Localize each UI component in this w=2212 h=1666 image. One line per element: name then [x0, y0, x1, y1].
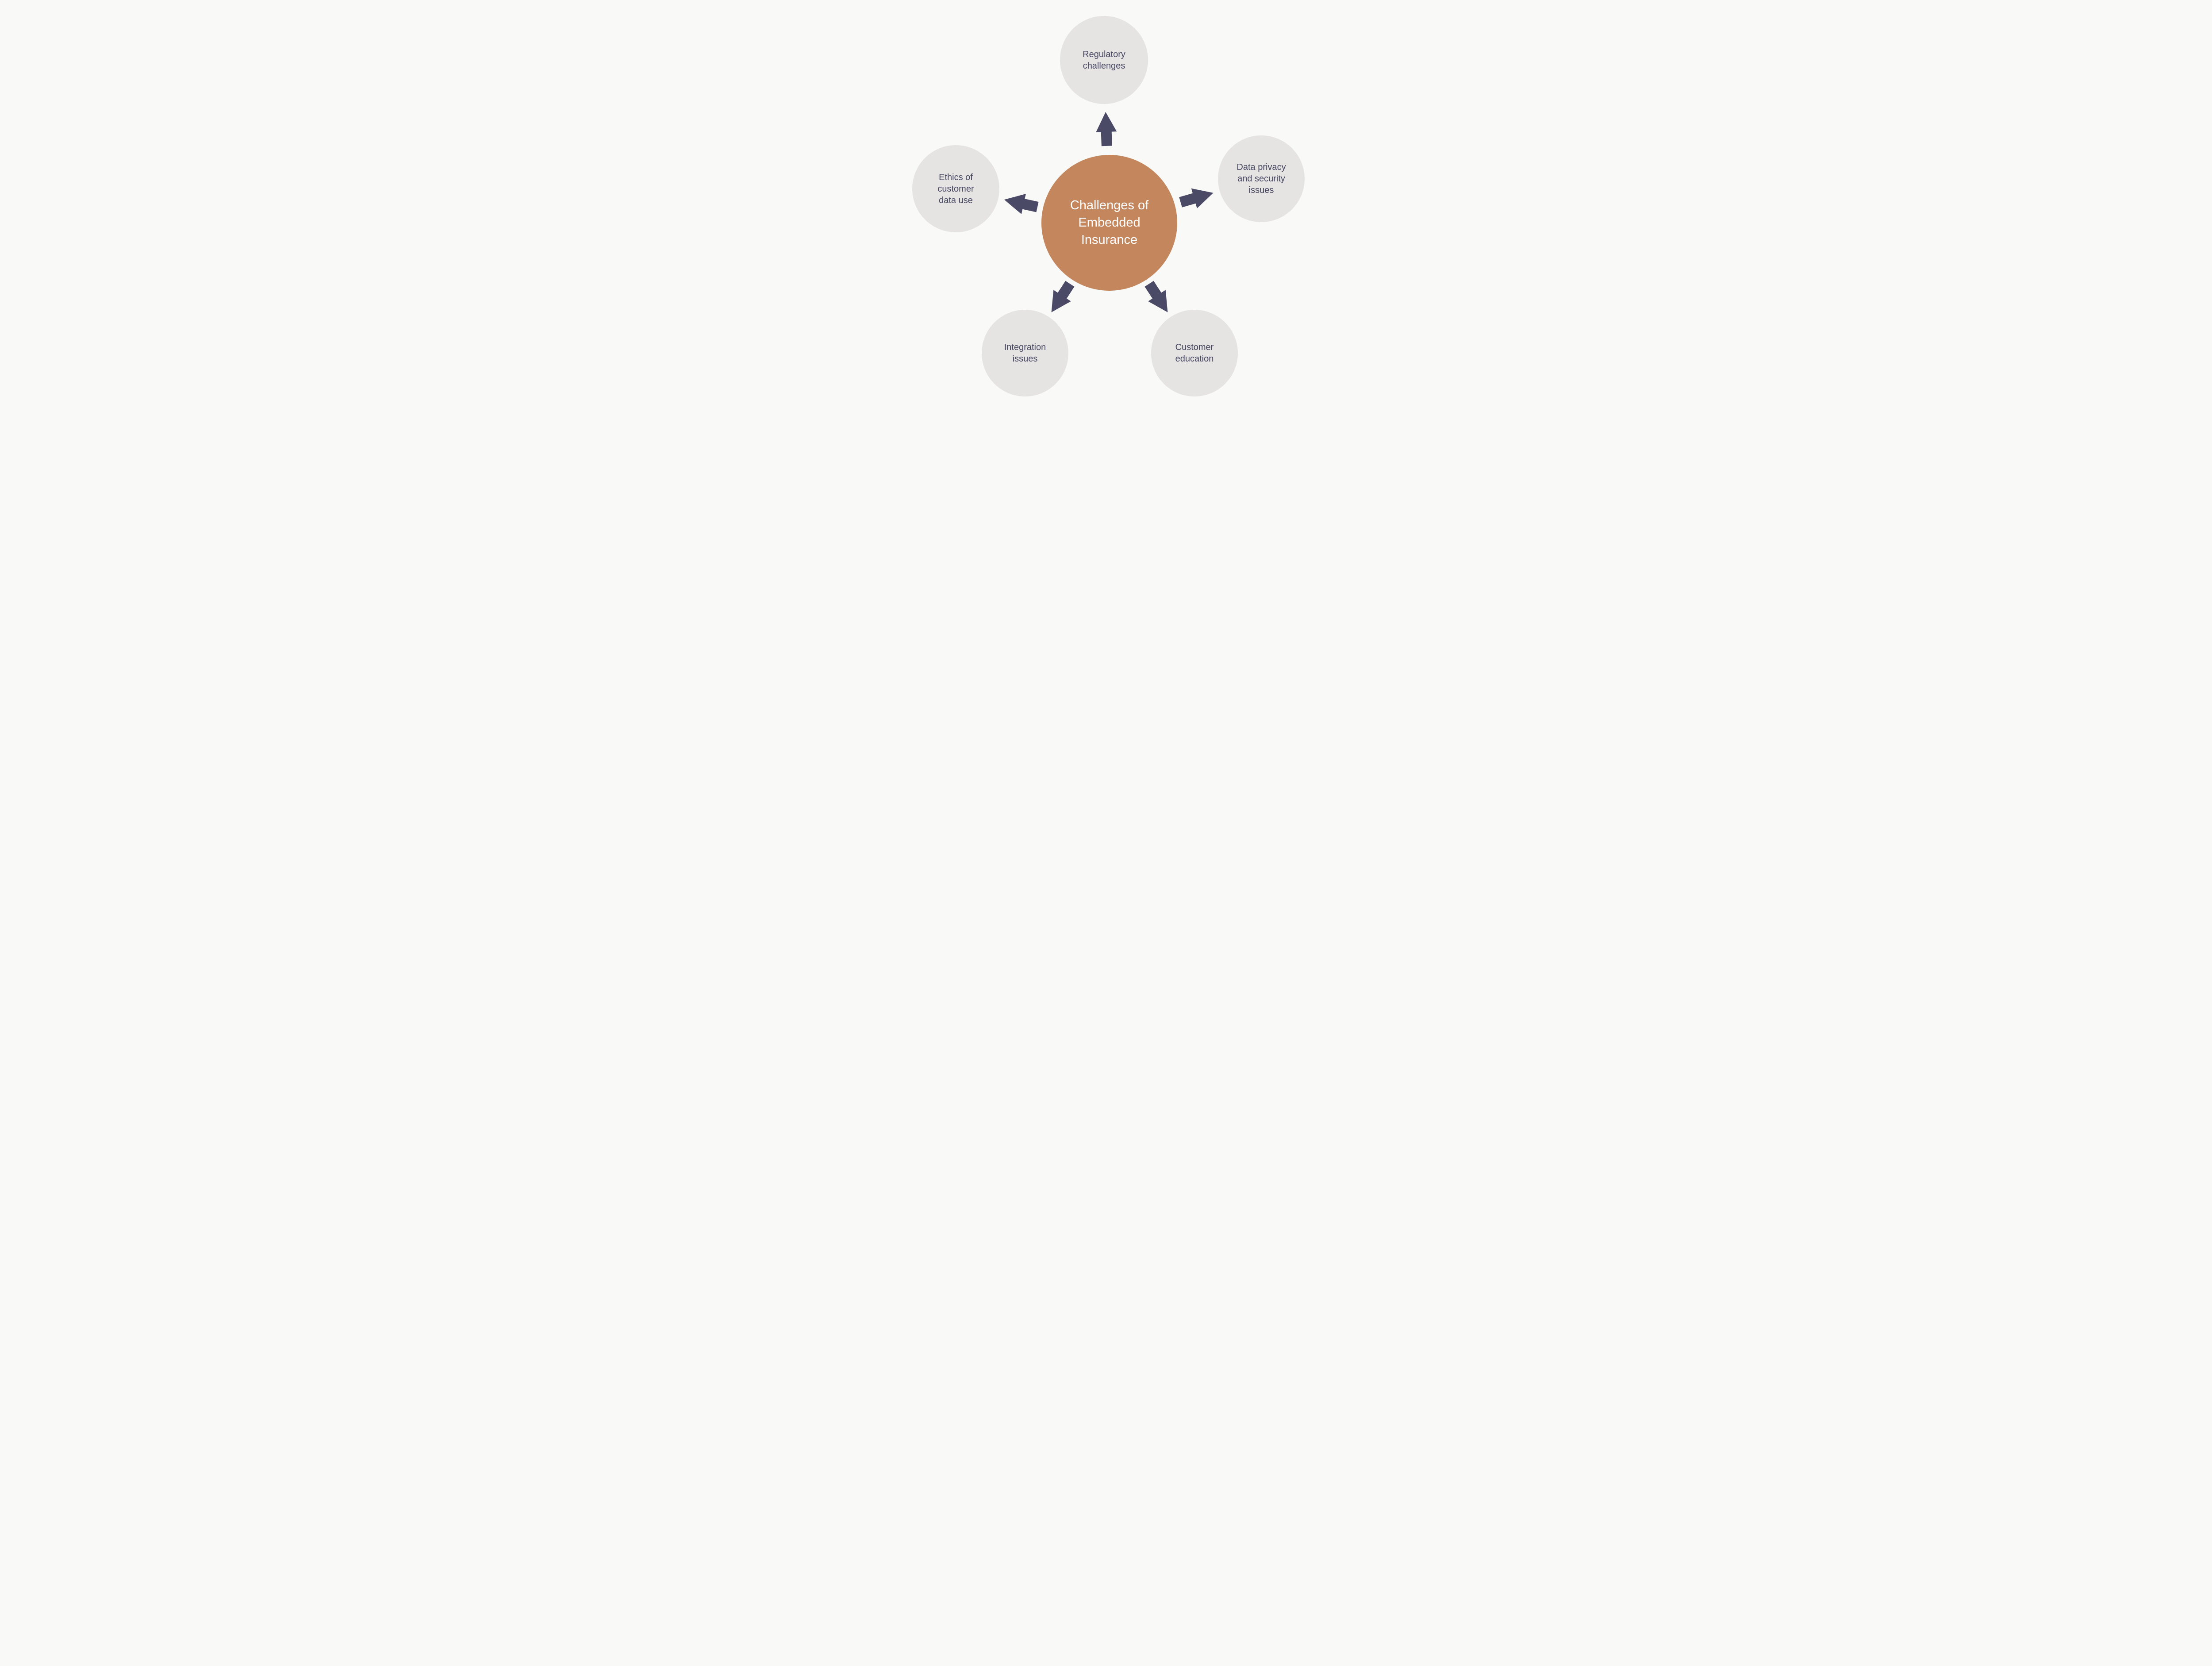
node-integration-issues: Integration issues — [982, 310, 1068, 396]
node-regulatory-challenges: Regulatory challenges — [1060, 16, 1148, 104]
arrow-to-integration-issues-icon — [1051, 281, 1075, 312]
node-data-privacy-and-security-issues: Data privacy and security issues — [1218, 135, 1305, 222]
node-data-privacy-label: Data privacy and security issues — [1237, 162, 1286, 195]
node-customer-education: Customer education — [1151, 310, 1238, 396]
node-customer-education-label: Customer education — [1175, 342, 1214, 364]
arrow-to-ethics-icon — [1004, 193, 1039, 214]
node-regulatory-challenges-label: Regulatory challenges — [1083, 49, 1125, 71]
node-ethics-label: Ethics of customer data use — [937, 172, 974, 205]
center-node-label: Challenges of Embedded Insurance — [1070, 198, 1149, 247]
center-node: Challenges of Embedded Insurance — [1041, 155, 1177, 291]
arrow-to-customer-education-icon — [1144, 281, 1168, 312]
arrow-to-data-privacy-icon — [1179, 188, 1214, 208]
diagram-canvas: Challenges of Embedded Insurance Regulat… — [787, 0, 1425, 416]
arrow-to-regulatory-challenges-icon — [1096, 112, 1117, 146]
node-integration-issues-label: Integration issues — [1004, 342, 1046, 364]
node-ethics-of-customer-data-use: Ethics of customer data use — [912, 145, 999, 232]
